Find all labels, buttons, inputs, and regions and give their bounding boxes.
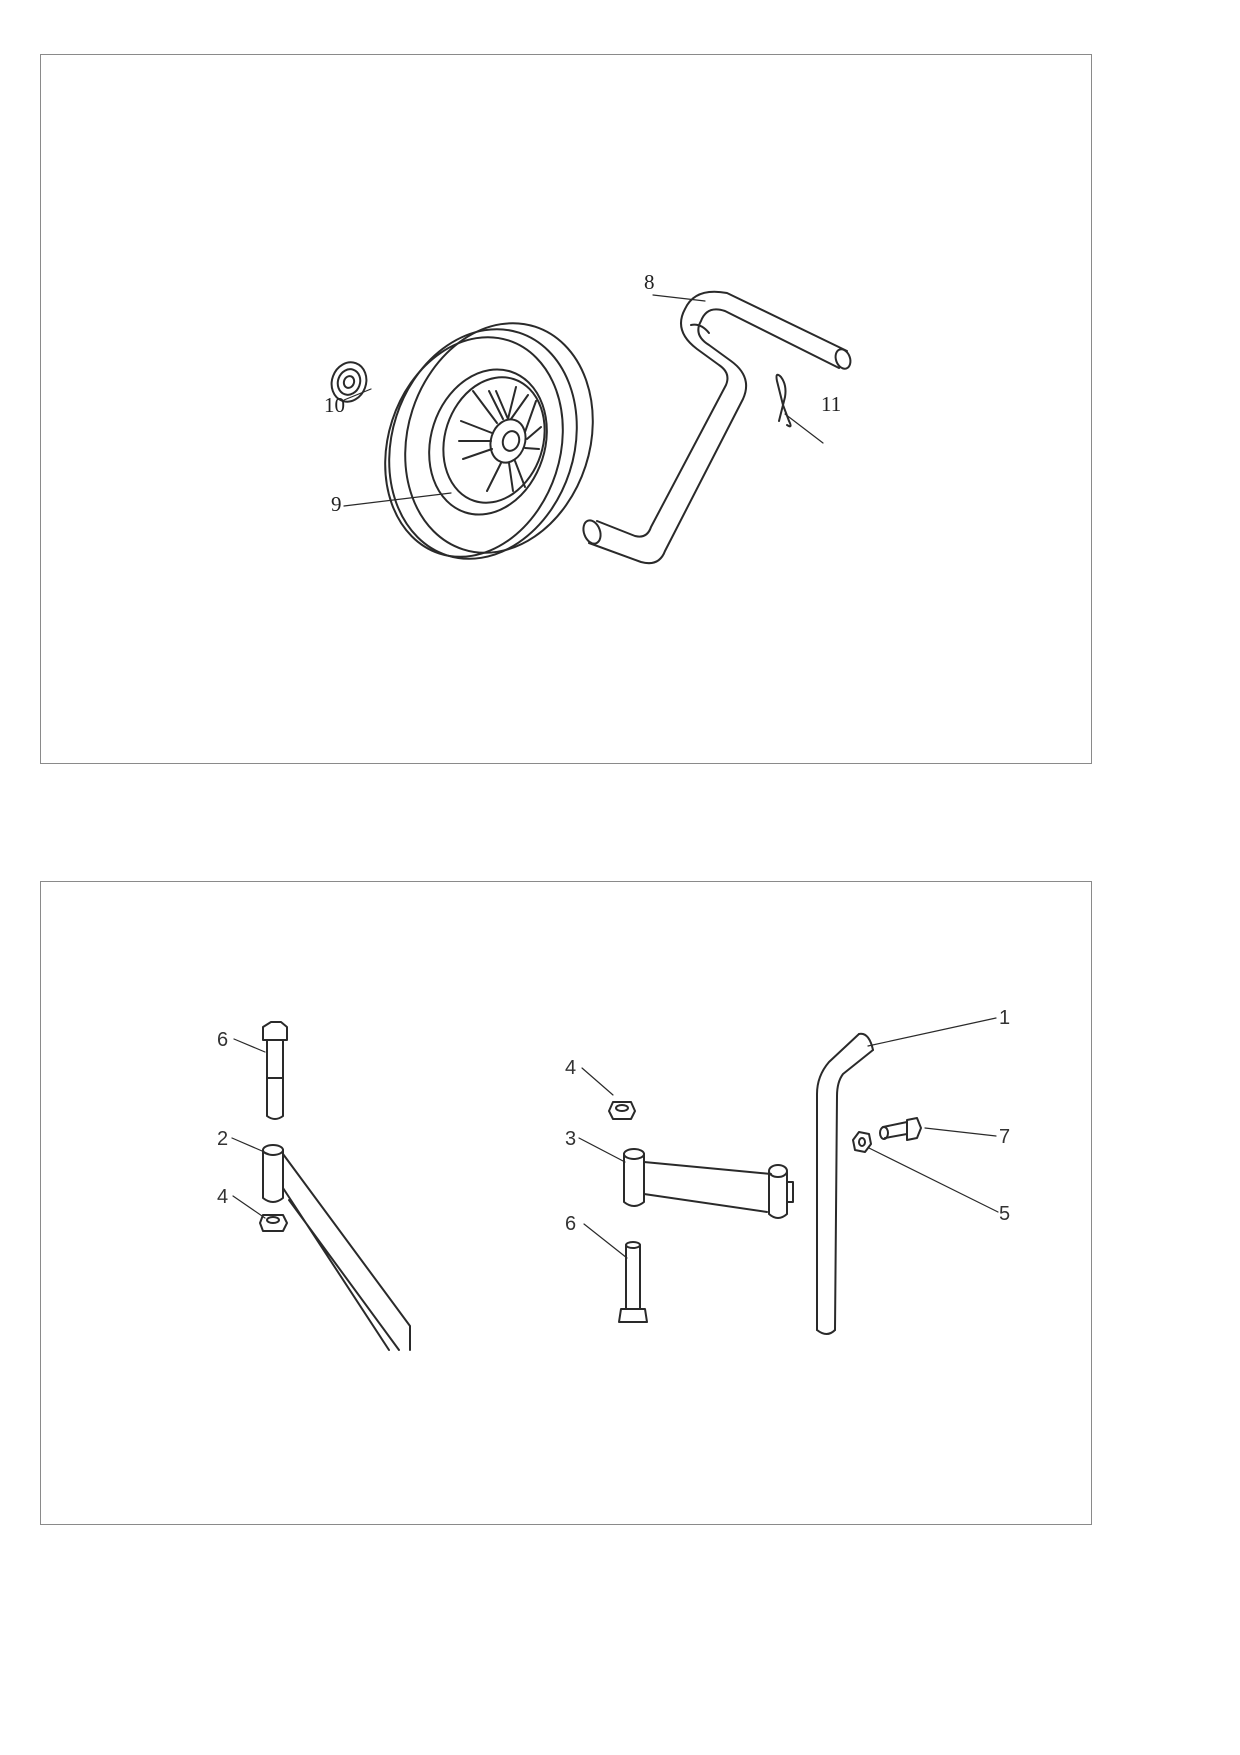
callout-5: 5 [999, 1203, 1010, 1225]
nut-part-left [259, 1214, 288, 1232]
r-clip-part [775, 373, 792, 428]
leg-tube-part [816, 1032, 874, 1335]
nut-part-center [608, 1101, 636, 1120]
bolt-part-center [618, 1241, 648, 1323]
bolt-part-left [262, 1021, 288, 1120]
callout-11: 11 [821, 392, 841, 416]
washer-part [330, 361, 368, 403]
callout-4-left: 4 [217, 1186, 228, 1208]
frame-bracket-part [262, 1144, 411, 1351]
axle-handle-part [582, 290, 852, 565]
callout-7: 7 [999, 1126, 1010, 1148]
callout-6-center: 6 [565, 1213, 576, 1235]
callout-8: 8 [644, 270, 655, 294]
callout-1: 1 [999, 1007, 1010, 1029]
leader-lines [343, 294, 824, 507]
callout-9: 9 [331, 492, 342, 516]
bottom-exploded-view-panel: 6 2 4 4 3 6 1 7 5 [40, 881, 1092, 1525]
frame-assembly-drawing: 6 2 4 4 3 6 1 7 5 [217, 1007, 1010, 1351]
wheel-part [384, 322, 594, 560]
cross-bracket-part [623, 1148, 794, 1219]
wheel-assembly-drawing: 8 10 9 11 [324, 270, 852, 565]
small-nut-part [852, 1131, 872, 1153]
top-exploded-view-panel: 8 10 9 11 [40, 54, 1092, 764]
callout-6-left: 6 [217, 1029, 228, 1051]
callout-10: 10 [324, 393, 345, 417]
leader-lines [231, 1017, 999, 1259]
callout-3: 3 [565, 1128, 576, 1150]
callout-2: 2 [217, 1128, 228, 1150]
small-bolt-part [879, 1117, 922, 1141]
callout-4-center: 4 [565, 1057, 576, 1079]
